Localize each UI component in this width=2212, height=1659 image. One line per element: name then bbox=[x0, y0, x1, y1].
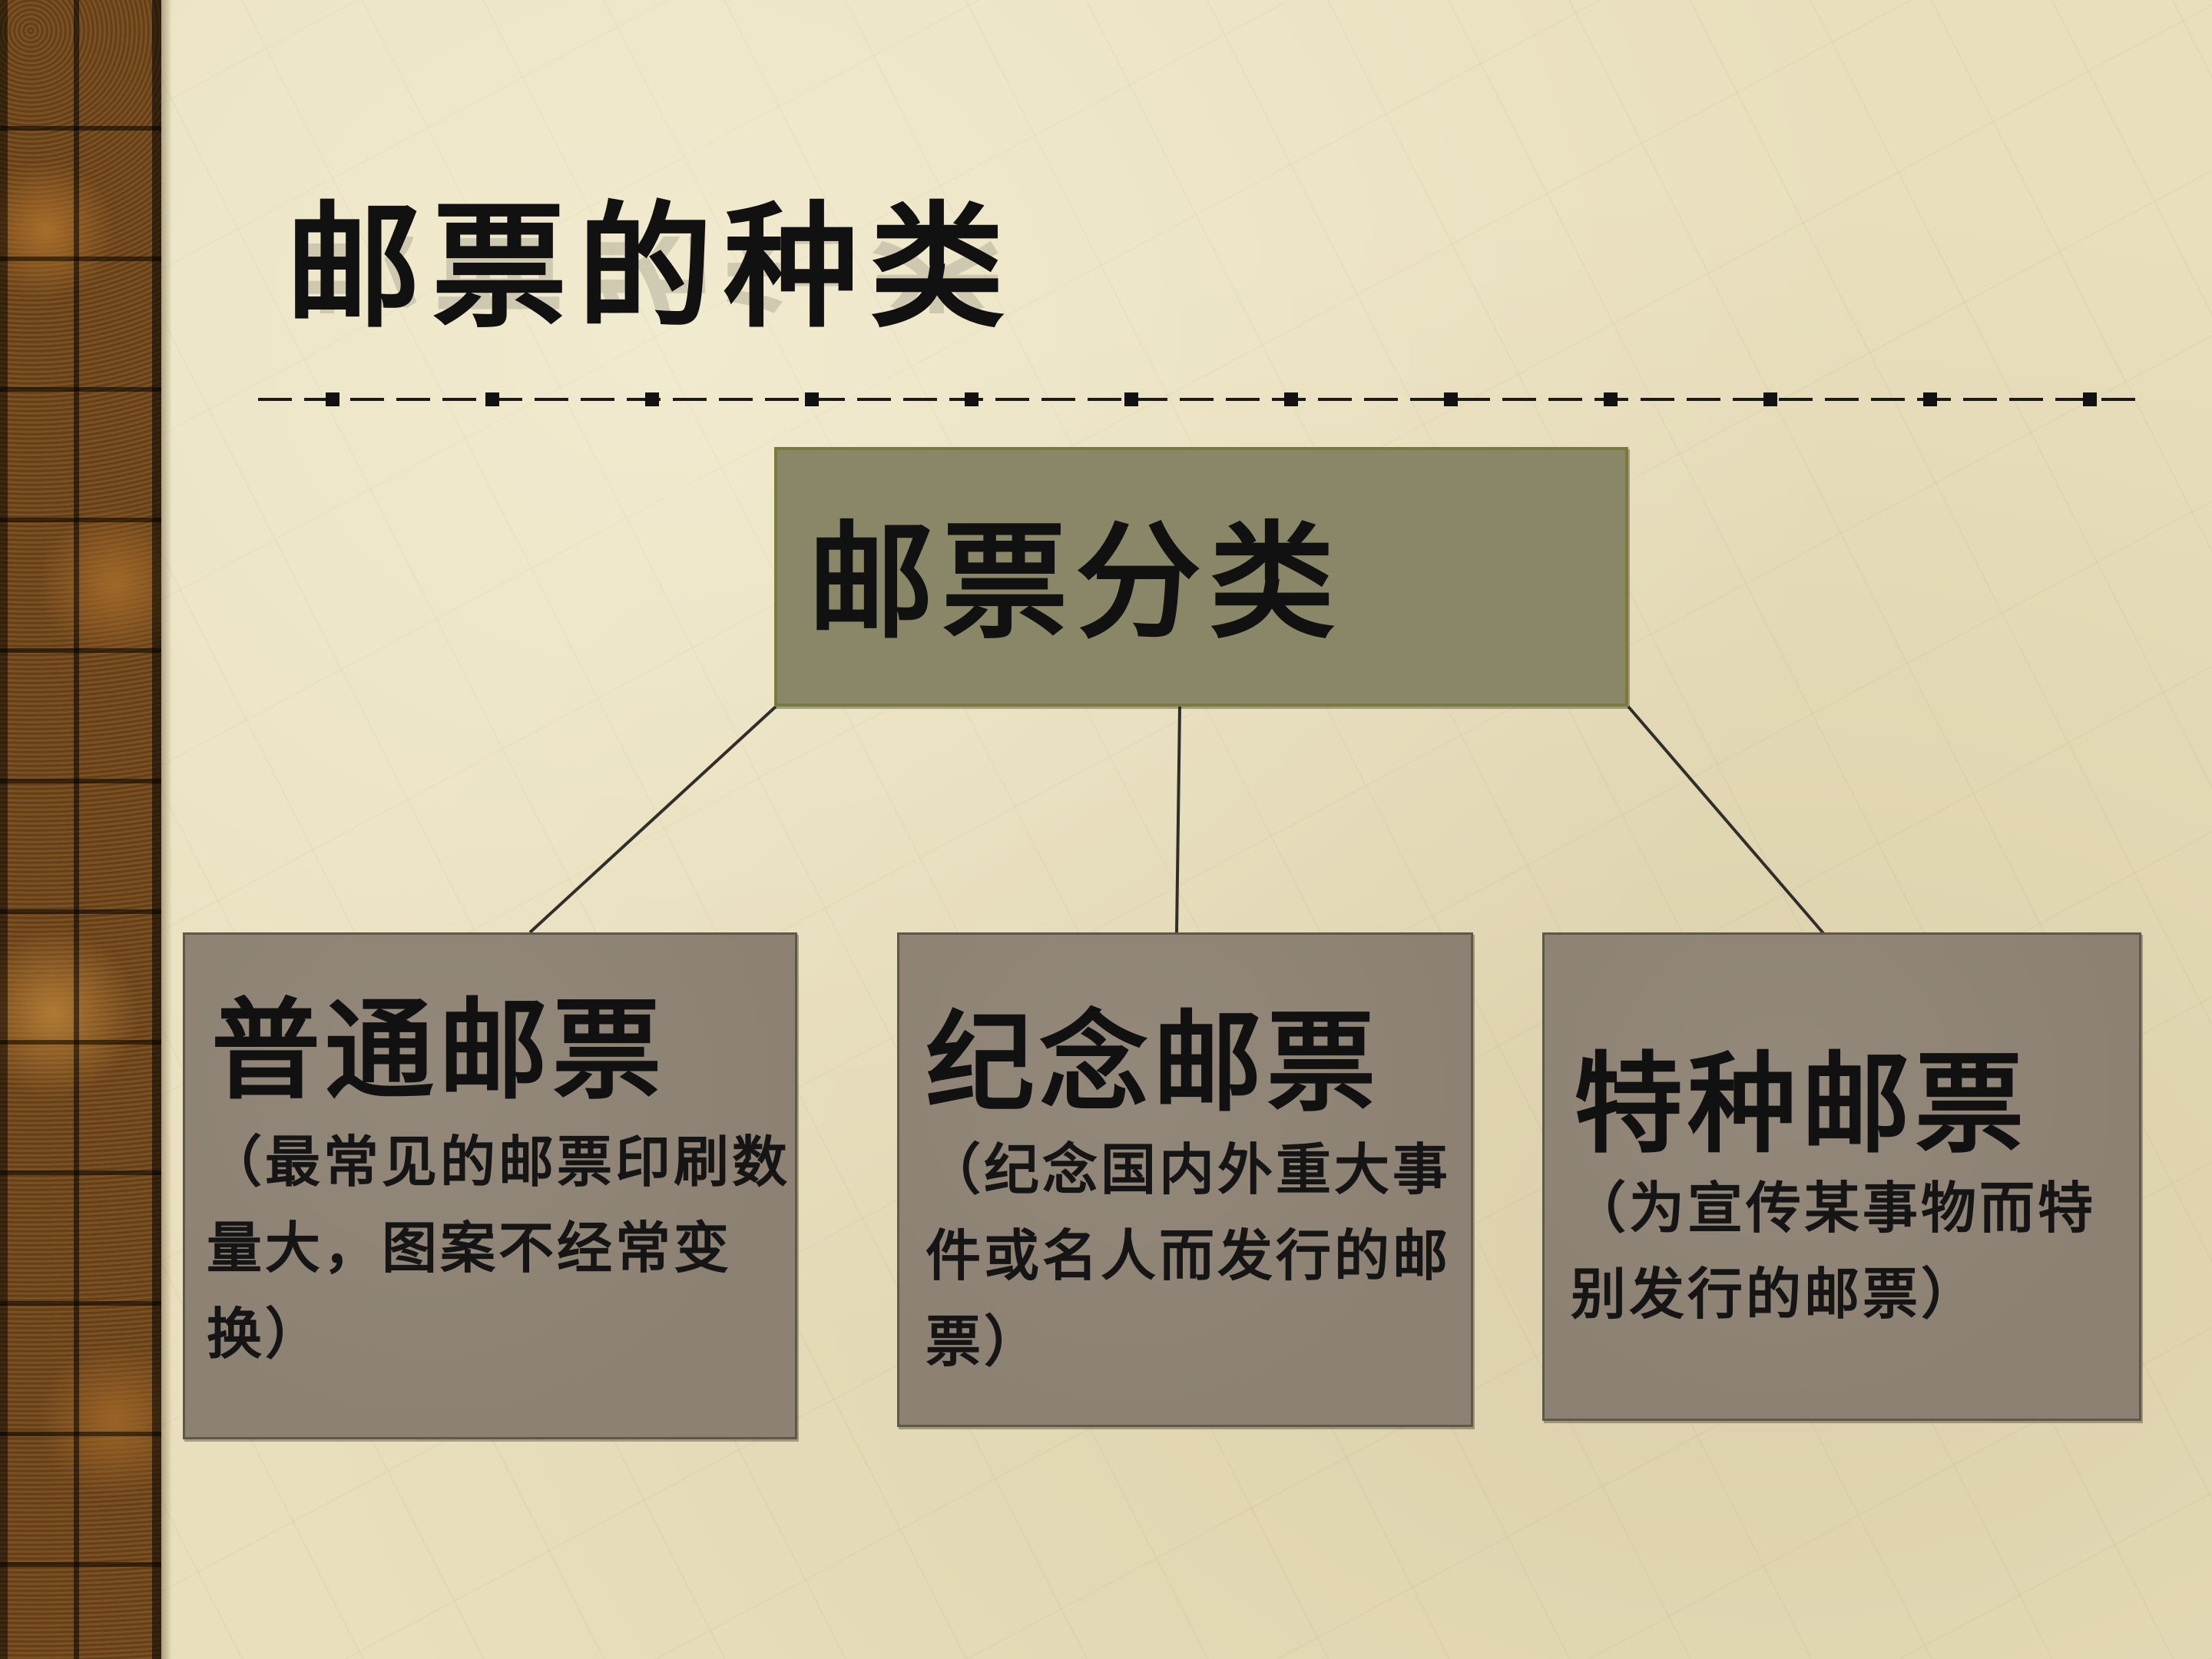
connector-line-3 bbox=[1627, 705, 1839, 951]
child-node-ordinary-stamps: 普通邮票 （最常见的邮票印刷数量大，图案不经常变换） bbox=[183, 932, 797, 1439]
child-node-commemorative-stamps: 纪念邮票 （纪念国内外重大事件或名人而发行的邮票） bbox=[897, 932, 1473, 1427]
child-node-title: 纪念邮票 bbox=[926, 999, 1380, 1127]
root-node: 邮票分类 bbox=[774, 447, 1628, 707]
decorative-side-strip bbox=[0, 0, 161, 1659]
connector-line-1 bbox=[528, 705, 777, 934]
side-strip-shadow bbox=[161, 0, 172, 1659]
child-node-title: 特种邮票 bbox=[1574, 1041, 2028, 1168]
child-node-description: （最常见的邮票印刷数量大，图案不经常变换） bbox=[207, 1129, 791, 1366]
title-divider bbox=[258, 392, 2140, 406]
root-node-label: 邮票分类 bbox=[808, 508, 1343, 656]
child-node-description: （纪念国内外重大事件或名人而发行的邮票） bbox=[926, 1137, 1452, 1374]
child-node-title: 普通邮票 bbox=[211, 987, 666, 1114]
child-node-description: （为宣传某事物而特别发行的邮票） bbox=[1571, 1175, 2097, 1326]
slide-title: 邮票的种类 bbox=[286, 187, 1016, 346]
connector-line-2 bbox=[1175, 706, 1181, 933]
child-node-special-stamps: 特种邮票 （为宣传某事物而特别发行的邮票） bbox=[1542, 932, 2141, 1421]
